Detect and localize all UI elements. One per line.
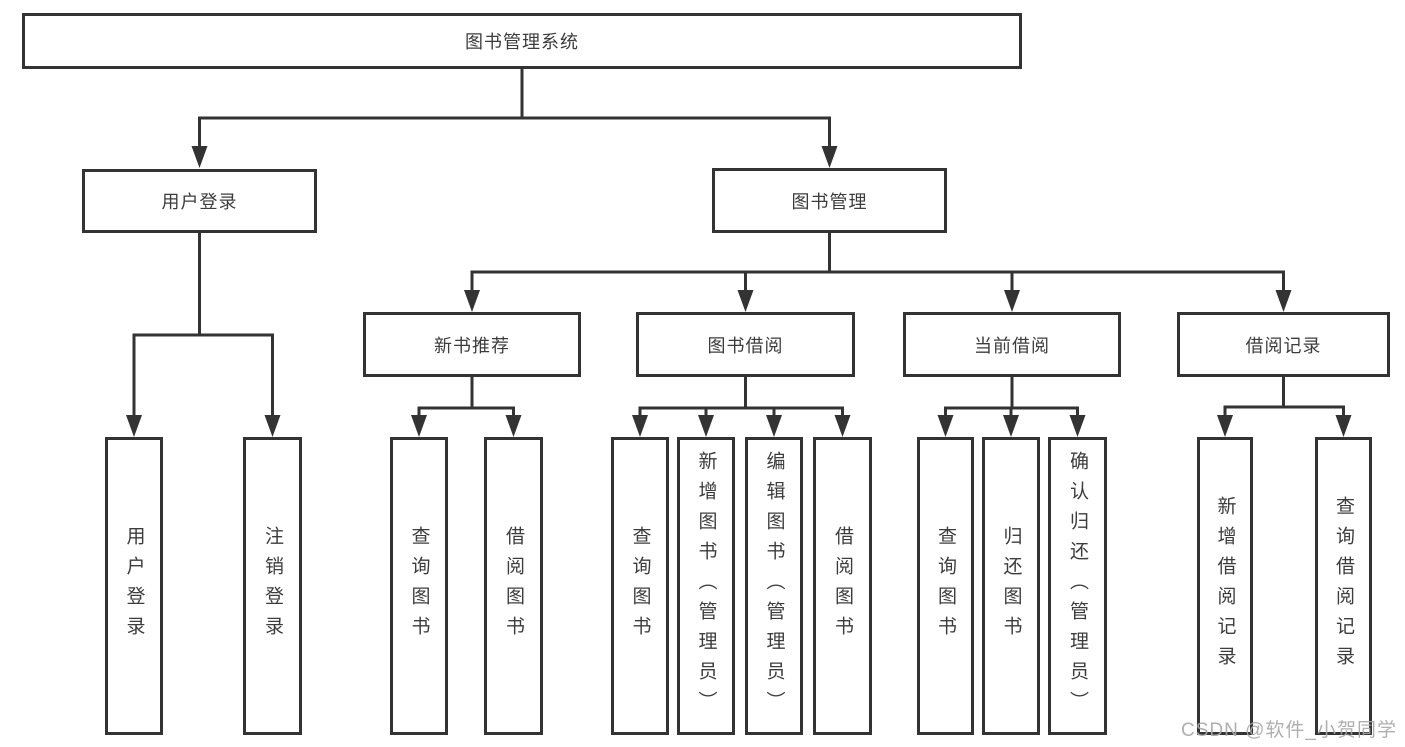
node-user-login-branch-label: 用户登录	[161, 192, 238, 212]
arrowheads-book-borrow	[632, 415, 851, 437]
node-leaf-logout: 注销登录	[243, 437, 302, 735]
node-leaf-newbook-query: 查询图书	[390, 437, 448, 735]
node-leaf-current-confirm-admin-label: 确认归还（管理员）	[1067, 451, 1088, 721]
node-leaf-borrow-edit-admin-label: 编辑图书（管理员）	[763, 451, 785, 721]
node-leaf-record-add: 新增借阅记录	[1197, 437, 1253, 735]
node-borrow-record-group-label: 借阅记录	[1245, 335, 1322, 356]
node-leaf-borrow-add-admin-label: 新增图书（管理员）	[695, 451, 717, 721]
connector-current-borrow	[944, 375, 1079, 421]
node-book-borrow-group: 图书借阅	[636, 312, 855, 377]
node-leaf-current-return-label: 归还图书	[1000, 526, 1022, 646]
node-borrow-record-group: 借阅记录	[1177, 312, 1390, 377]
node-user-login-branch: 用户登录	[82, 169, 317, 233]
arrowheads-current-borrow	[937, 415, 1086, 437]
node-book-borrow-group-label: 图书借阅	[707, 335, 784, 356]
node-leaf-current-query: 查询图书	[917, 437, 974, 735]
node-book-mgmt-branch-label: 图书管理	[791, 191, 868, 212]
node-root: 图书管理系统	[22, 13, 1022, 69]
node-new-book-group-label: 新书推荐	[434, 335, 510, 356]
node-book-mgmt-branch: 图书管理	[712, 168, 947, 233]
connector-book-borrow	[638, 375, 844, 421]
connector-user-login	[132, 231, 274, 421]
node-leaf-newbook-query-label: 查询图书	[408, 526, 430, 646]
node-leaf-borrow-borrow: 借阅图书	[813, 437, 872, 735]
node-leaf-current-query-label: 查询图书	[935, 526, 956, 646]
csdn-watermark: CSDN @软件_小贺同学	[1181, 720, 1397, 741]
node-leaf-current-return: 归还图书	[982, 437, 1040, 735]
arrowheads-new-book	[411, 415, 522, 437]
node-leaf-logout-label: 注销登录	[262, 526, 283, 646]
arrowheads-root-to-branches	[191, 146, 838, 168]
arrowheads-user-login	[126, 415, 281, 437]
arrowheads-book-mgmt	[464, 290, 1292, 312]
connector-new-book	[417, 375, 515, 421]
connector-book-mgmt	[470, 231, 1285, 296]
connector-borrow-record	[1223, 375, 1345, 421]
node-leaf-borrow-borrow-label: 借阅图书	[832, 526, 853, 646]
node-leaf-borrow-edit-admin: 编辑图书（管理员）	[745, 437, 803, 735]
node-root-label: 图书管理系统	[465, 32, 579, 52]
node-leaf-record-query: 查询借阅记录	[1315, 437, 1372, 735]
node-current-borrow-group: 当前借阅	[903, 312, 1121, 377]
node-leaf-borrow-query-label: 查询图书	[629, 526, 651, 646]
node-leaf-newbook-borrow: 借阅图书	[484, 437, 543, 735]
node-new-book-group: 新书推荐	[363, 312, 581, 377]
node-leaf-record-add-label: 新增借阅记录	[1214, 496, 1236, 676]
node-leaf-newbook-borrow-label: 借阅图书	[503, 526, 524, 646]
node-leaf-user-login: 用户登录	[105, 437, 163, 735]
node-leaf-current-confirm-admin: 确认归还（管理员）	[1048, 437, 1107, 735]
arrowheads-borrow-record	[1217, 415, 1352, 437]
node-leaf-borrow-add-admin: 新增图书（管理员）	[677, 437, 735, 735]
node-leaf-user-login-label: 用户登录	[123, 526, 145, 646]
connector-root-to-branches	[198, 67, 831, 152]
node-current-borrow-group-label: 当前借阅	[974, 335, 1050, 356]
node-leaf-borrow-query: 查询图书	[611, 437, 669, 735]
node-leaf-record-query-label: 查询借阅记录	[1333, 496, 1354, 676]
